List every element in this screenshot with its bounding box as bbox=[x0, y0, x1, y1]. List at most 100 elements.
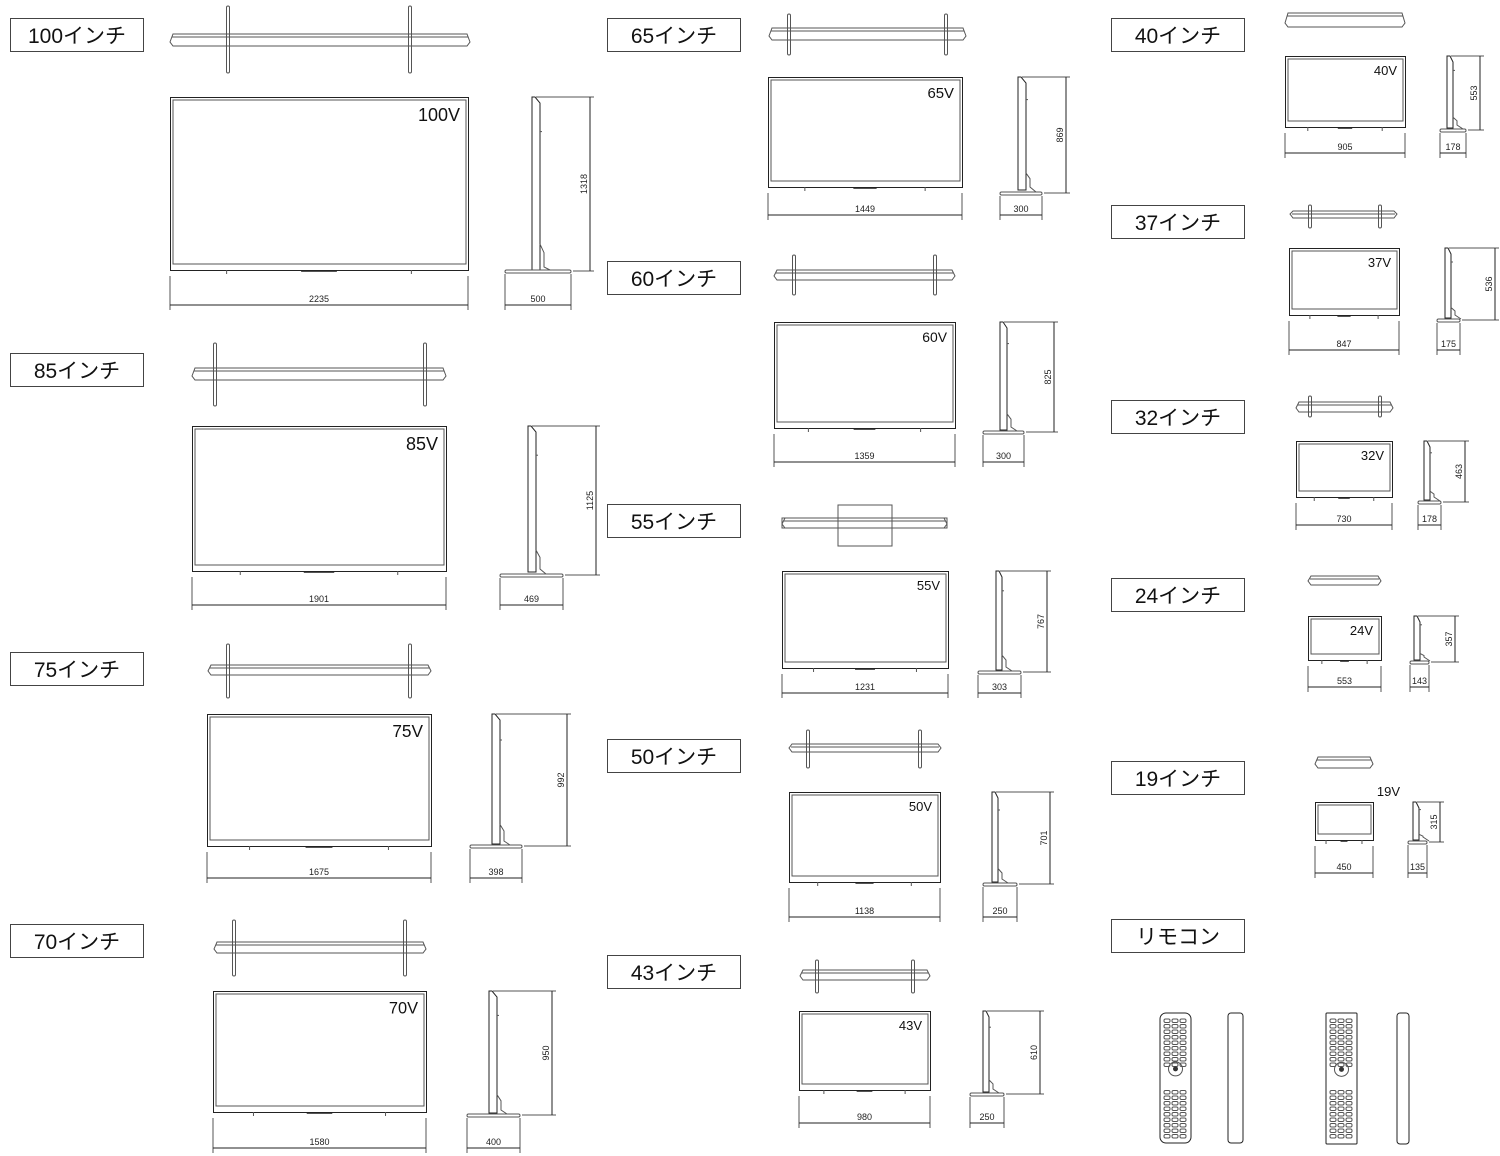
remote-button bbox=[1179, 1057, 1187, 1062]
remote-button bbox=[1337, 1128, 1345, 1133]
width-value: 1449 bbox=[855, 204, 875, 214]
remote-button bbox=[1345, 1117, 1353, 1122]
remote-button bbox=[1345, 1095, 1353, 1100]
screen-area bbox=[1291, 250, 1398, 310]
remote-button bbox=[1337, 1018, 1345, 1023]
stand-base bbox=[982, 882, 1018, 887]
stand-leg bbox=[408, 643, 412, 699]
remote-button bbox=[1163, 1046, 1171, 1051]
label-box bbox=[1111, 18, 1245, 52]
front-view: 70V bbox=[213, 991, 427, 1116]
screen-bezel bbox=[1296, 441, 1393, 498]
top-view bbox=[1289, 204, 1398, 229]
remote-button bbox=[1329, 1018, 1337, 1023]
dpad bbox=[1168, 1061, 1183, 1077]
top-outline bbox=[799, 969, 931, 981]
stand-leg bbox=[232, 919, 236, 977]
remote-button bbox=[1171, 1029, 1179, 1034]
width-value: 730 bbox=[1336, 514, 1351, 524]
screen-area bbox=[801, 1013, 929, 1085]
stand-leg bbox=[213, 342, 217, 407]
stand-neck bbox=[1452, 116, 1464, 130]
height-value: 536 bbox=[1484, 276, 1494, 291]
remote-button bbox=[1163, 1123, 1171, 1128]
stand-base bbox=[504, 269, 572, 274]
stand-base bbox=[1436, 318, 1461, 323]
remote-button bbox=[1329, 1123, 1337, 1128]
depth-value: 178 bbox=[1445, 142, 1460, 152]
panel-profile bbox=[1423, 440, 1431, 501]
remote-button bbox=[1163, 1057, 1171, 1062]
remote-button bbox=[1163, 1040, 1171, 1045]
label-box bbox=[10, 652, 144, 686]
label-text: 65インチ bbox=[631, 25, 717, 48]
stand-neck bbox=[535, 549, 547, 575]
screen-size-label: 55V bbox=[917, 578, 940, 593]
label-box bbox=[607, 261, 741, 295]
remote-button bbox=[1179, 1134, 1187, 1139]
width-value: 2235 bbox=[309, 294, 329, 304]
label-box bbox=[607, 504, 741, 538]
top-outline bbox=[773, 269, 956, 281]
remote-button bbox=[1171, 1035, 1179, 1040]
screen-size-label: 60V bbox=[922, 329, 947, 345]
stand-neck bbox=[1025, 172, 1037, 193]
label-box bbox=[1111, 761, 1245, 795]
height-value: 1318 bbox=[579, 174, 589, 194]
label-text: 55インチ bbox=[631, 511, 717, 534]
remote-button bbox=[1179, 1101, 1187, 1106]
top-outline bbox=[1295, 401, 1394, 413]
remote-a-front bbox=[1159, 1012, 1192, 1144]
remote-button bbox=[1329, 1128, 1337, 1133]
stand-neck bbox=[1450, 307, 1462, 320]
width-value: 1359 bbox=[854, 451, 874, 461]
remote-button bbox=[1163, 1024, 1171, 1029]
top-view bbox=[1314, 756, 1374, 769]
stand-neck bbox=[1429, 490, 1441, 502]
depth-value: 250 bbox=[992, 906, 1007, 916]
screen-bezel bbox=[1308, 616, 1382, 661]
remote-button bbox=[1163, 1018, 1171, 1023]
height-value: 610 bbox=[1029, 1045, 1039, 1060]
remote-b-side bbox=[1396, 1012, 1410, 1145]
remote-button bbox=[1329, 1040, 1337, 1045]
remote-button bbox=[1345, 1018, 1353, 1023]
remote-button bbox=[1163, 1095, 1171, 1100]
remote-button bbox=[1329, 1106, 1337, 1111]
stand-base bbox=[1417, 500, 1442, 505]
remote-a-side bbox=[1227, 1012, 1244, 1144]
front-view: 100V bbox=[170, 97, 469, 274]
screen-bezel bbox=[789, 792, 941, 883]
panel-profile bbox=[1446, 55, 1454, 129]
screen-area bbox=[770, 79, 961, 182]
width-dimension: 980 bbox=[798, 1096, 931, 1128]
height-value: 767 bbox=[1036, 614, 1046, 629]
stand-base bbox=[466, 1113, 521, 1118]
stand-leg bbox=[226, 5, 230, 74]
size-label: 70インチ bbox=[10, 924, 144, 958]
width-dimension: 1449 bbox=[767, 193, 963, 220]
remote-button bbox=[1179, 1095, 1187, 1100]
top-view bbox=[207, 643, 432, 699]
remote-button bbox=[1163, 1117, 1171, 1122]
remote-button bbox=[1337, 1029, 1345, 1034]
panel-profile bbox=[488, 990, 498, 1114]
label-box bbox=[10, 18, 144, 52]
top-outline bbox=[1314, 756, 1374, 769]
width-value: 980 bbox=[857, 1112, 872, 1122]
stand-neck bbox=[496, 1094, 508, 1115]
stand-base bbox=[982, 430, 1025, 435]
label-box bbox=[10, 924, 144, 958]
remote-label: リモコン bbox=[1111, 919, 1245, 953]
remote-button bbox=[1337, 1057, 1345, 1062]
top-outline bbox=[1289, 210, 1398, 219]
label-text: リモコン bbox=[1136, 926, 1220, 949]
